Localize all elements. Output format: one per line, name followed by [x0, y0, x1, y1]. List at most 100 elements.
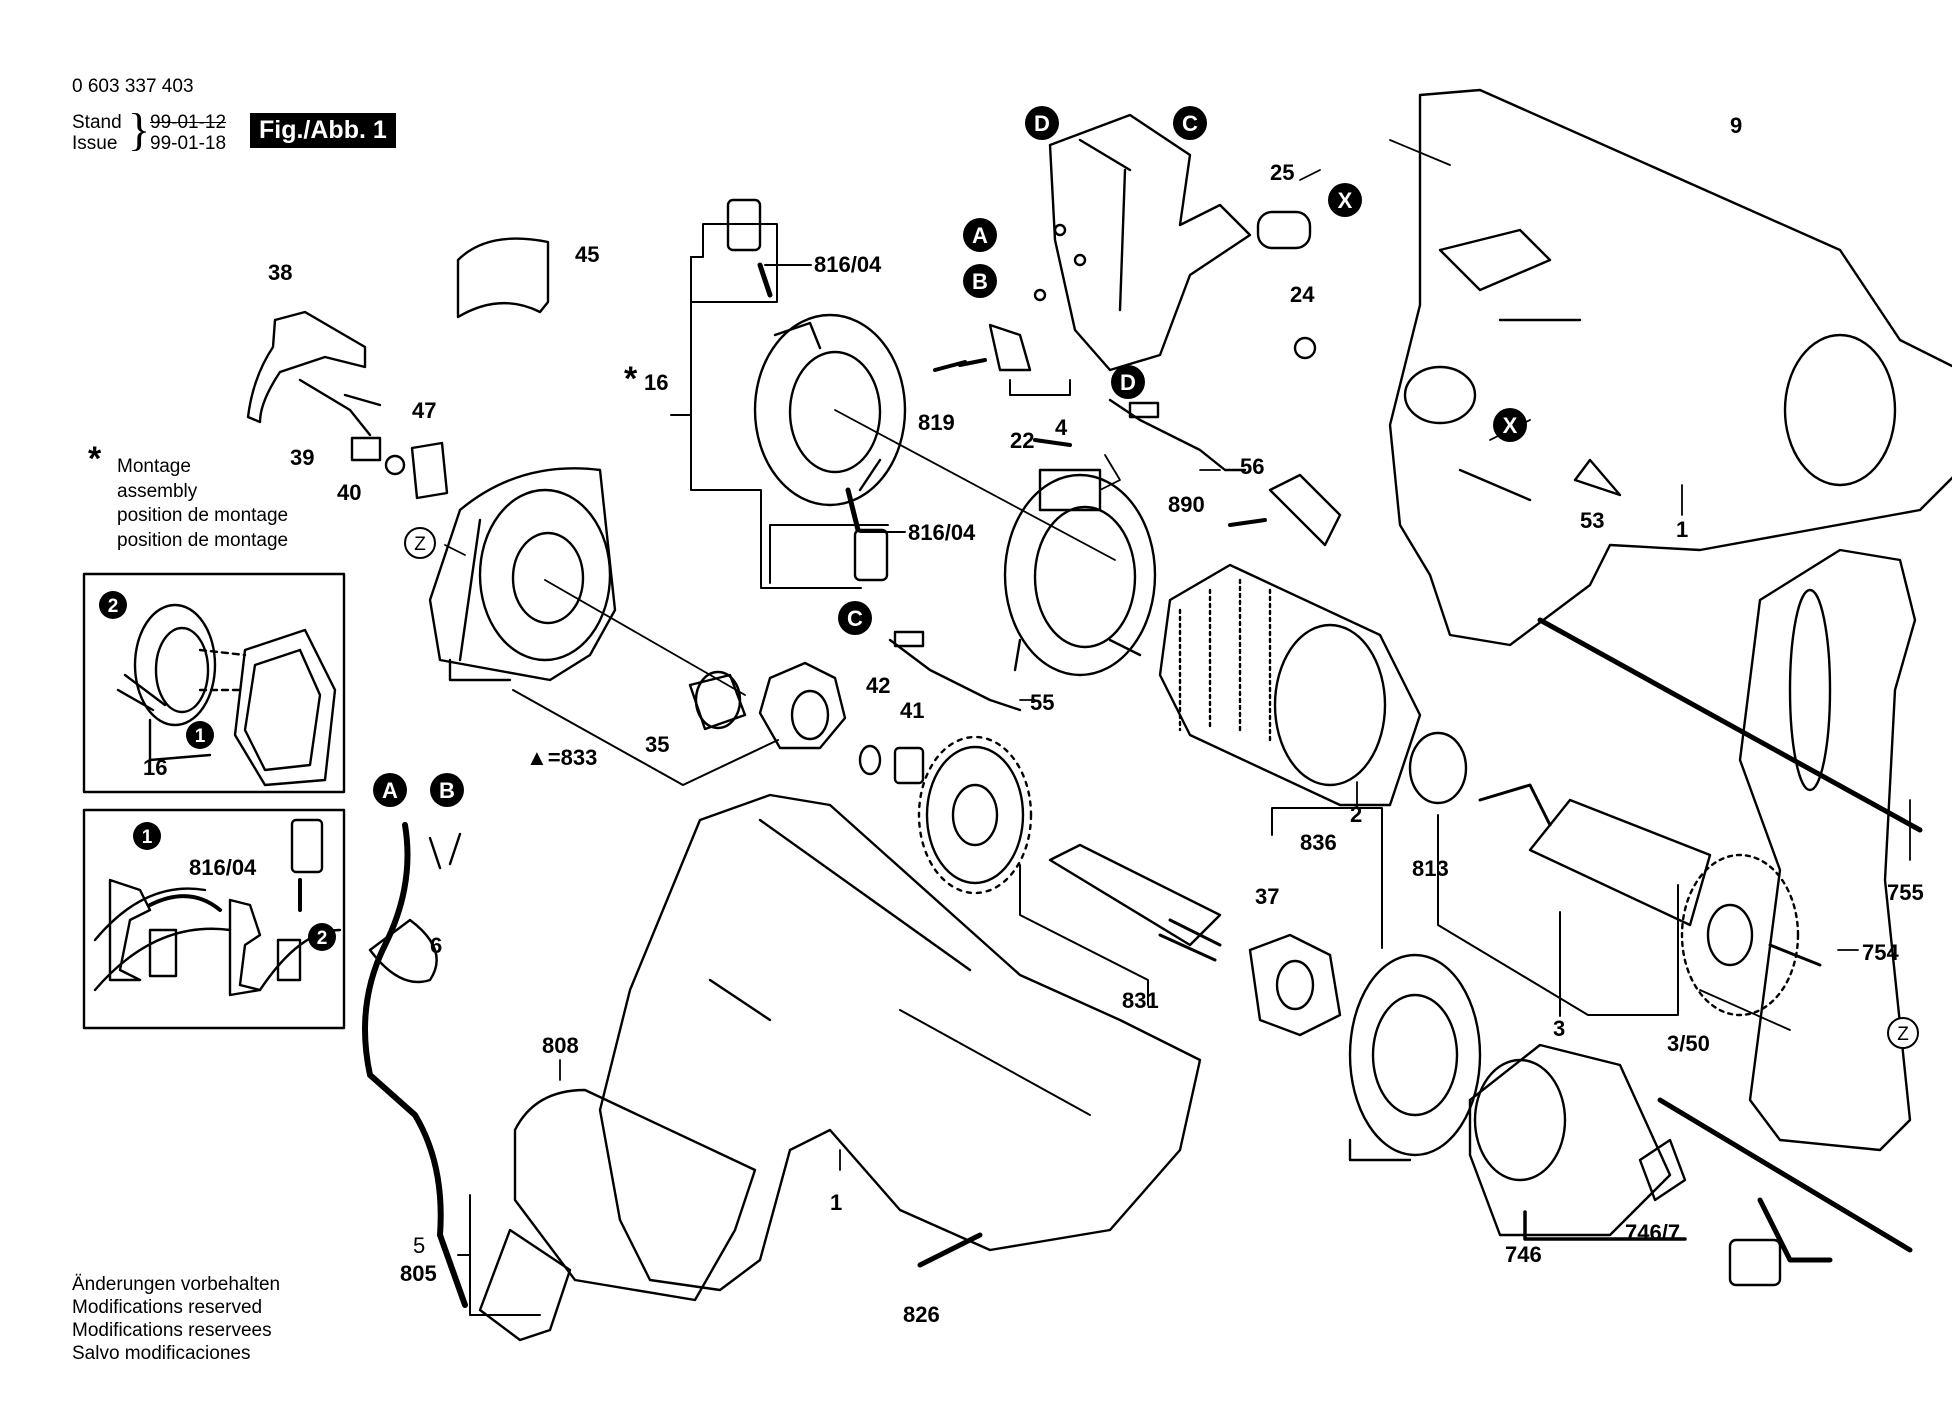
- part-35-end: [694, 670, 742, 730]
- label-47: 47: [412, 398, 436, 423]
- label-22: 22: [1010, 428, 1034, 453]
- bracket-5-805: [457, 1194, 541, 1316]
- part-55-terminal: [893, 630, 925, 648]
- label-38: 38: [268, 260, 292, 285]
- bracket-746: [1523, 1210, 1687, 1241]
- part-826-screw: [917, 1232, 983, 1268]
- part-16-brush-plate: [753, 313, 907, 507]
- part-6-strain-relief: [368, 918, 438, 984]
- brace-glyph: }: [128, 104, 151, 155]
- label-816-04-top: 816/04: [814, 252, 882, 277]
- callout-a-cable: A: [373, 773, 407, 807]
- part-836-gear-housing: [1348, 953, 1482, 1162]
- part-22-screw: [1033, 438, 1072, 447]
- label-55: 55: [1030, 690, 1054, 715]
- part-746-7-key-grip: [1728, 1238, 1782, 1287]
- stand-label: Stand: [72, 112, 122, 133]
- label-2: 2: [1350, 802, 1362, 827]
- assembly-note-line: assembly: [117, 481, 198, 502]
- callout-d-wire: D: [1111, 365, 1145, 399]
- svg-text:B: B: [439, 778, 455, 803]
- part-brush-ring: [1003, 468, 1157, 677]
- svg-text:D: D: [1034, 111, 1050, 136]
- inset-box-brush-holder: [82, 572, 346, 794]
- svg-text:X: X: [1338, 188, 1353, 213]
- svg-text:A: A: [972, 223, 988, 248]
- callout-b-cable: B: [430, 773, 464, 807]
- callout-step-1-inset1: 1: [186, 721, 214, 749]
- part-40-ring: [384, 454, 406, 476]
- label-3-50: 3/50: [1667, 1031, 1710, 1056]
- bracket-816-bottom: [769, 524, 906, 584]
- leader-line: [834, 409, 1116, 561]
- svg-text:X: X: [1503, 413, 1518, 438]
- label-833: ▲=833: [526, 745, 597, 770]
- svg-text:C: C: [847, 606, 863, 631]
- label-816-04-inset: 816/04: [189, 855, 257, 880]
- label-45: 45: [575, 242, 599, 267]
- label-890: 890: [1168, 492, 1205, 517]
- assembly-star: *: [88, 440, 102, 478]
- part-39-block: [350, 436, 382, 462]
- bracket-836: [1271, 807, 1383, 949]
- label-808: 808: [542, 1033, 579, 1058]
- svg-text:1: 1: [195, 726, 206, 747]
- assembly-note-line: Montage: [117, 456, 191, 477]
- callout-step-2-inset1: 2: [99, 591, 127, 619]
- part-746-7-chuck-key: [1657, 1097, 1913, 1263]
- part-4-switch: [1033, 113, 1252, 372]
- label-16-inset: 16: [143, 755, 167, 780]
- label-25: 25: [1270, 160, 1294, 185]
- callout-d-top: D: [1025, 106, 1059, 140]
- label-35: 35: [645, 732, 669, 757]
- part-25-cap: [1256, 210, 1312, 250]
- label-16-star: 16: [644, 370, 668, 395]
- issue-label: Issue: [72, 133, 118, 154]
- label-754: 754: [1862, 940, 1899, 965]
- part-fan-shroud: [428, 467, 617, 682]
- part-4-capacitor: [988, 323, 1032, 372]
- label-836: 836: [1300, 830, 1337, 855]
- svg-text:2: 2: [317, 928, 328, 949]
- part-56-terminal: [1128, 401, 1160, 419]
- footer-line: Modifications reserved: [72, 1297, 263, 1318]
- label-56: 56: [1240, 454, 1264, 479]
- stand-date: 99-01-12: [150, 112, 227, 133]
- part-47-switch: [410, 441, 449, 500]
- callout-x-mid: X: [1493, 408, 1527, 442]
- part-754-aux-handle: [1537, 548, 1923, 1152]
- label-805: 805: [400, 1261, 437, 1286]
- part-816-brush-bottom: [853, 528, 889, 582]
- part-5-cable: [362, 822, 468, 1308]
- part-816-spring-bottom: [845, 487, 861, 533]
- bracket-3-50: [1437, 814, 1679, 1016]
- label-5: 5: [413, 1233, 425, 1258]
- part-38-lever: [246, 310, 367, 424]
- svg-text:1: 1: [142, 827, 153, 848]
- footer-line: Salvo modificaciones: [72, 1343, 251, 1364]
- label-746-7: 746/7: [1625, 1220, 1680, 1245]
- part-37-bore: [1275, 959, 1315, 1011]
- part-746-chuck: [1468, 1043, 1687, 1237]
- part-2-stator: [1158, 563, 1422, 807]
- label-755: 755: [1887, 880, 1924, 905]
- leader-line: [544, 579, 746, 696]
- callout-step-2-inset2: 2: [308, 923, 336, 951]
- part-3-armature: [1478, 783, 1822, 1017]
- inset-brush-change-drawing: [93, 818, 342, 997]
- svg-text:2: 2: [108, 596, 119, 617]
- assembly-note-line: position de montage: [117, 505, 289, 526]
- label-24: 24: [1290, 282, 1315, 307]
- label-42: 42: [866, 673, 890, 698]
- part-819-screw: [933, 358, 987, 372]
- label-831: 831: [1122, 988, 1159, 1013]
- figure-label: Fig./Abb. 1: [250, 113, 396, 148]
- svg-text:Z: Z: [1897, 1024, 1909, 1045]
- footer-line: Modifications reservees: [72, 1320, 272, 1341]
- part-805-plug: [478, 1228, 572, 1342]
- svg-text:Z: Z: [414, 534, 426, 555]
- part-53-clip: [1573, 458, 1622, 497]
- bracket-833: [512, 689, 779, 786]
